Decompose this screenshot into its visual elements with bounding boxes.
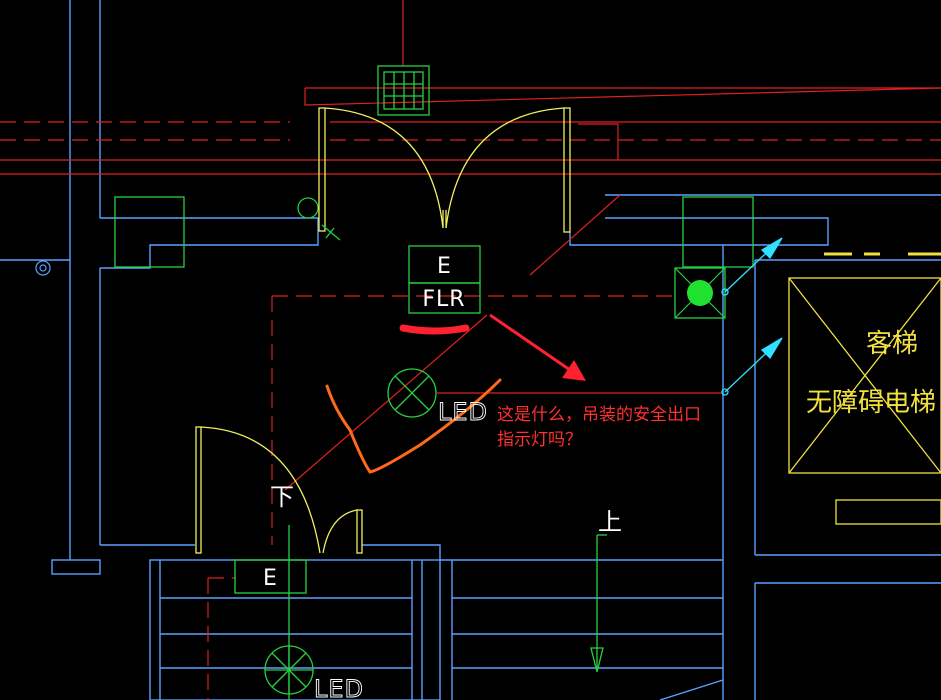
annotation-line-2: 指示灯吗？	[497, 430, 582, 450]
annotation-line-1: 这是什么，吊装的安全出口	[497, 405, 701, 425]
elevator-shaft	[788, 252, 941, 525]
led-light-icon	[264, 645, 314, 695]
ventilation-grille-icon	[377, 65, 430, 116]
fixtures	[114, 65, 754, 700]
elevator-passenger-label: 客梯	[866, 329, 918, 359]
junction-box-icon	[35, 260, 51, 276]
elevator-accessible-label: 无障碍电梯	[806, 388, 936, 418]
led-label-top: LED	[438, 398, 488, 426]
fire-alarm-icon	[674, 267, 726, 319]
cyan-arrows	[721, 237, 783, 396]
exit-sign-label-top: E	[437, 254, 451, 279]
stair-up-label: 上	[598, 508, 622, 536]
exit-sign-label-bottom: E	[263, 566, 277, 591]
doors	[195, 107, 571, 554]
led-light-icon	[387, 368, 437, 418]
markup-annotation	[325, 313, 586, 474]
led-label-bottom: LED	[314, 675, 364, 700]
stair-down-label: 下	[270, 483, 294, 511]
floor-indicator-label: FLR	[422, 287, 465, 312]
